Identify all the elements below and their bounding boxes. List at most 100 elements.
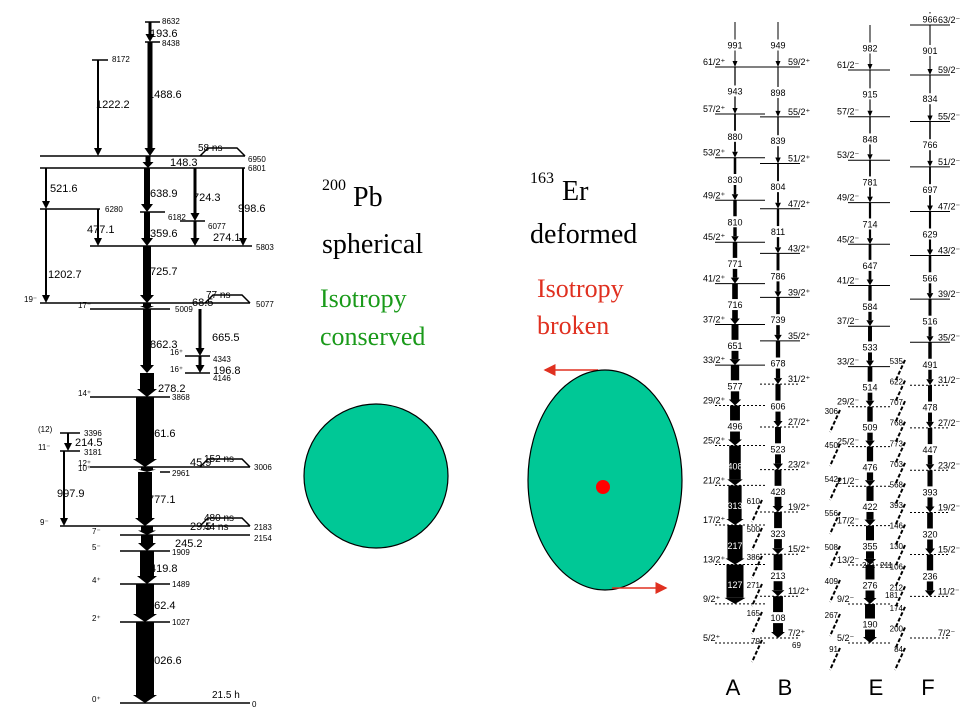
label-background xyxy=(919,13,941,25)
level-energy-label: 1909 xyxy=(172,548,190,557)
level-energy-label: 6182 xyxy=(168,213,186,222)
band-gamma-head xyxy=(927,68,933,75)
misc-transition-label: 181 xyxy=(885,591,899,600)
gamma-arrow-head xyxy=(190,238,200,246)
interband-transition xyxy=(894,627,906,650)
interband-transition xyxy=(894,503,906,527)
label-background xyxy=(767,181,789,193)
gamma-arrow-head xyxy=(138,530,156,535)
interband-label: 703 xyxy=(890,460,904,469)
level-energy-label: 6280 xyxy=(105,205,123,214)
band-gamma-label: 714 xyxy=(862,219,877,229)
er-note-line2: broken xyxy=(537,311,609,340)
pb-mass-number: 200 xyxy=(322,177,346,194)
band-spin-label: 33/2⁺ xyxy=(703,355,726,365)
band-gamma-head xyxy=(772,506,784,513)
level-spin-label: 11⁻ xyxy=(38,443,51,452)
band-gamma-head xyxy=(771,632,785,638)
band-gamma-label: 880 xyxy=(727,132,742,142)
gamma-energy-label: 462.4 xyxy=(148,600,176,612)
gamma-arrow-245.2 xyxy=(141,535,153,543)
band-gamma-label: 408 xyxy=(727,461,742,471)
level-energy-label: 6077 xyxy=(208,222,226,231)
band-gamma-label: 915 xyxy=(862,89,877,99)
gamma-arrow-head xyxy=(195,365,205,373)
band-gamma-head xyxy=(927,160,933,167)
band-gamma-label: 491 xyxy=(922,360,937,370)
band-spin-label: 35/2⁺ xyxy=(788,331,811,341)
label-background xyxy=(724,339,746,351)
band-spin-label: 15/2⁺ xyxy=(788,544,811,554)
label-background xyxy=(919,401,941,413)
rotation-axis-dot xyxy=(596,480,610,494)
band-gamma-label: 810 xyxy=(727,217,742,227)
pb-gamma-arrows xyxy=(42,22,247,703)
gamma-arrow-head xyxy=(142,162,154,168)
band-spin-label: 31/2⁻ xyxy=(938,375,960,385)
band-spin-label: 37/2⁺ xyxy=(703,315,726,325)
label-background xyxy=(919,486,941,498)
band-gamma-arrow xyxy=(727,525,743,559)
band-name-E: E xyxy=(869,675,884,700)
er-gamma-arrows xyxy=(724,12,941,643)
gamma-energy-label: 862.3 xyxy=(150,339,178,351)
gamma-arrow-head xyxy=(133,459,157,467)
gamma-arrow-head xyxy=(195,348,205,356)
gamma-energy-label: 1222.2 xyxy=(96,99,130,111)
interband-transition xyxy=(894,441,906,465)
er-note-line1: Isotropy xyxy=(537,274,624,303)
band-gamma-label: 739 xyxy=(770,315,785,325)
band-spin-label: 35/2⁻ xyxy=(938,332,960,342)
interband-label: 130 xyxy=(890,542,904,551)
gamma-arrow-head xyxy=(64,443,72,451)
gamma-arrow-359.6 xyxy=(144,212,150,238)
band-gamma-label: 584 xyxy=(862,302,877,312)
label-background xyxy=(859,381,881,393)
gamma-arrow-head xyxy=(135,518,155,526)
gamma-arrow-29.5 xyxy=(141,526,153,531)
gamma-energy-label: 196.8 xyxy=(213,365,241,377)
band-spin-label: 45/2⁺ xyxy=(703,232,726,242)
gamma-arrow-head xyxy=(94,238,102,246)
gamma-energy-label: 419.8 xyxy=(150,563,178,575)
band-gamma-label: 516 xyxy=(922,317,937,327)
band-gamma-label: 771 xyxy=(727,259,742,269)
band-spin-label: 51/2⁺ xyxy=(788,153,811,163)
gamma-arrow-462.4 xyxy=(136,584,154,614)
level-energy-label: 8172 xyxy=(112,55,130,64)
band-gamma-head xyxy=(925,548,935,555)
band-gamma-head xyxy=(863,637,877,643)
band-gamma-label: 276 xyxy=(862,580,877,590)
band-spin-label: 63/2⁻ xyxy=(938,15,960,25)
band-gamma-head xyxy=(775,157,781,164)
band-gamma-label: 213 xyxy=(770,571,785,581)
interband-transition xyxy=(829,579,841,603)
band-gamma-head xyxy=(725,558,745,565)
interband-transition xyxy=(894,606,906,630)
isomer-bump xyxy=(199,147,246,157)
label-background xyxy=(724,299,746,311)
level-spin-label: 17⁻ xyxy=(78,301,91,310)
level-spin-label: 4⁺ xyxy=(92,576,101,585)
level-lifetime-label: 77 ns xyxy=(206,290,230,301)
band-gamma-label: 496 xyxy=(727,422,742,432)
band-gamma-label: 966 xyxy=(922,15,937,25)
gamma-arrow-head xyxy=(94,148,102,156)
gamma-arrow-665.5 xyxy=(198,309,202,348)
interband-transition xyxy=(751,583,763,607)
level-spin-label: 10⁺ xyxy=(78,464,91,473)
band-gamma-label: 830 xyxy=(727,175,742,185)
gamma-arrow-193.6 xyxy=(148,22,152,34)
gamma-energy-label: 1488.6 xyxy=(148,89,182,101)
label-background xyxy=(767,314,789,326)
gamma-energy-label: 861.6 xyxy=(148,428,176,440)
band-gamma-head xyxy=(773,463,783,470)
gamma-arrow-998.6 xyxy=(242,168,244,238)
band-spin-label: 47/2⁺ xyxy=(788,199,811,209)
label-background xyxy=(919,272,941,284)
interband-transition xyxy=(829,613,841,637)
gamma-arrow-head xyxy=(137,576,157,584)
band-gamma-head xyxy=(732,107,738,114)
band-gamma-head xyxy=(728,399,742,406)
band-gamma-head xyxy=(927,205,933,212)
